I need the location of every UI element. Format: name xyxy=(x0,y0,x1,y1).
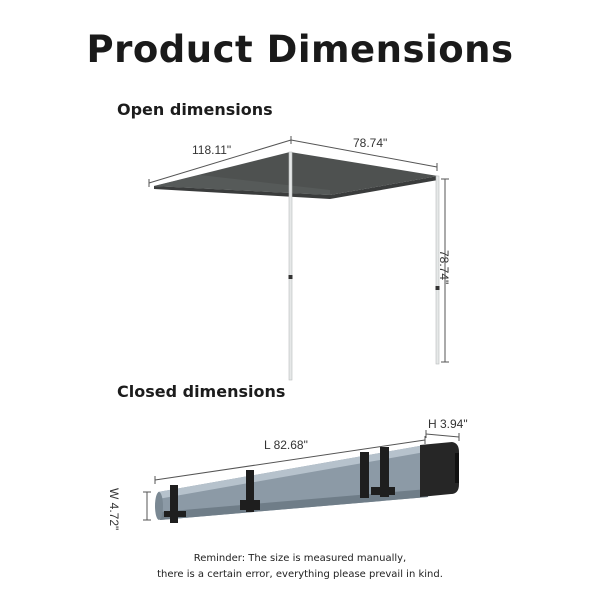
reminder-line-1: Reminder: The size is measured manually, xyxy=(193,553,407,564)
reminder-note: Reminder: The size is measured manually,… xyxy=(0,551,600,583)
closed-dimension-lines xyxy=(143,430,460,521)
open-depth-label: 118.11" xyxy=(192,143,232,157)
closed-dimensions-heading: Closed dimensions xyxy=(117,382,286,401)
reminder-line-2: there is a certain error, everything ple… xyxy=(157,569,443,580)
open-dimensions-heading: Open dimensions xyxy=(117,100,273,119)
page-title: Product Dimensions xyxy=(86,28,514,71)
open-dimension-lines xyxy=(148,136,449,363)
mounting-brackets xyxy=(164,447,395,523)
closed-length-label: L 82.68" xyxy=(264,438,308,452)
closed-width-label: W 4.72" xyxy=(107,488,121,531)
awning-canopy xyxy=(154,152,438,199)
open-height-label: 78.74" xyxy=(437,250,451,285)
closed-awning-case xyxy=(155,442,459,520)
closed-height-label: H 3.94" xyxy=(428,417,468,431)
awning-poles xyxy=(288,151,440,381)
open-width-label: 78.74" xyxy=(353,136,388,150)
